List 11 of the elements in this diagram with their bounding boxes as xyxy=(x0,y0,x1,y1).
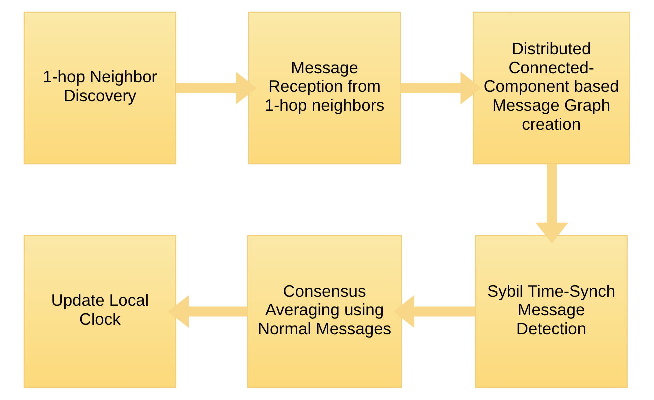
arrow xyxy=(168,295,248,328)
arrow xyxy=(394,295,476,328)
node-box: 1-hop Neighbor Discovery xyxy=(24,12,177,165)
arrow xyxy=(400,72,482,105)
node-box: Sybil Time-Synch Message Detection xyxy=(475,235,628,388)
node-box: Message Reception from 1-hop neighbors xyxy=(248,12,402,165)
node-box: Distributed Connected-Component based Message Graph creation xyxy=(473,12,630,165)
arrow xyxy=(176,72,257,105)
arrow xyxy=(536,164,568,244)
node-box: Update Local Clock xyxy=(24,235,177,388)
node-box: Consensus Averaging using Normal Messages xyxy=(247,235,402,388)
